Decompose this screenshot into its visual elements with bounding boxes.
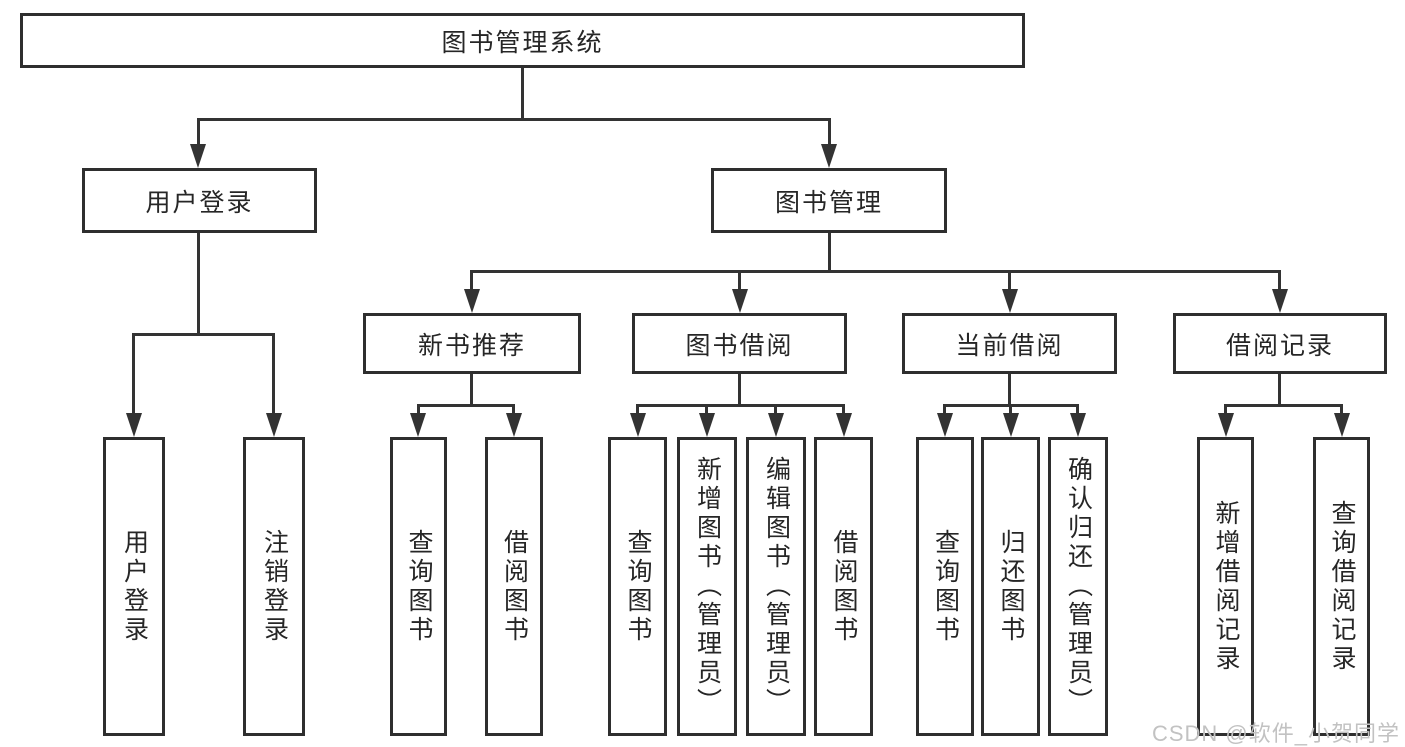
arrow-down-icon bbox=[266, 413, 282, 437]
node-book-management: 图书管理 bbox=[711, 168, 947, 233]
csdn-watermark: CSDN @软件_小贺同学 bbox=[1151, 721, 1400, 746]
node-library-management-system: 图书管理系统 bbox=[20, 13, 1025, 68]
leaf-label: 查询图书 bbox=[931, 528, 960, 645]
connector-line bbox=[1008, 374, 1011, 406]
leaf-query-books-recommend: 查询图书 bbox=[390, 437, 447, 736]
arrow-down-icon bbox=[1003, 413, 1019, 437]
connector-line bbox=[272, 333, 275, 415]
leaf-borrow-books-recommend: 借阅图书 bbox=[485, 437, 543, 736]
node-current-borrow: 当前借阅 bbox=[902, 313, 1117, 374]
arrow-down-icon bbox=[1334, 413, 1350, 437]
leaf-add-books-admin: 新增图书（管理员） bbox=[677, 437, 737, 736]
connector-line bbox=[636, 404, 639, 416]
connector-line bbox=[512, 404, 515, 416]
arrow-down-icon bbox=[699, 413, 715, 437]
leaf-add-borrow-record: 新增借阅记录 bbox=[1197, 437, 1254, 736]
leaf-label: 借阅图书 bbox=[830, 528, 858, 645]
arrow-down-icon bbox=[937, 413, 953, 437]
arrow-down-icon bbox=[126, 413, 142, 437]
connector-line bbox=[636, 404, 844, 407]
leaf-edit-books-admin: 编辑图书（管理员） bbox=[746, 437, 806, 736]
arrow-down-icon bbox=[836, 413, 852, 437]
leaf-label: 确认归还（管理员） bbox=[1064, 456, 1093, 717]
connector-line bbox=[828, 118, 831, 146]
connector-line bbox=[842, 404, 845, 416]
leaf-query-books-borrow: 查询图书 bbox=[608, 437, 667, 736]
arrow-down-icon bbox=[506, 413, 522, 437]
connector-line bbox=[197, 118, 831, 121]
arrow-down-icon bbox=[1070, 413, 1086, 437]
connector-line bbox=[1278, 374, 1281, 406]
leaf-user-login: 用户登录 bbox=[103, 437, 165, 736]
connector-line bbox=[521, 68, 524, 118]
leaf-query-borrow-record: 查询借阅记录 bbox=[1313, 437, 1370, 736]
leaf-label: 新增借阅记录 bbox=[1212, 499, 1240, 674]
arrow-down-icon bbox=[630, 413, 646, 437]
connector-line bbox=[1008, 270, 1011, 291]
connector-line bbox=[417, 404, 420, 416]
connector-line bbox=[828, 233, 831, 272]
leaf-label: 注销登录 bbox=[260, 528, 289, 645]
connector-line bbox=[470, 270, 473, 291]
leaf-label: 归还图书 bbox=[997, 528, 1025, 645]
node-book-borrow: 图书借阅 bbox=[632, 313, 847, 374]
node-borrow-records: 借阅记录 bbox=[1173, 313, 1387, 374]
connector-line bbox=[1278, 270, 1281, 291]
leaf-label: 用户登录 bbox=[120, 528, 149, 645]
leaf-confirm-return-admin: 确认归还（管理员） bbox=[1048, 437, 1108, 736]
leaf-logout: 注销登录 bbox=[243, 437, 305, 736]
connector-line bbox=[1009, 404, 1012, 416]
leaf-label: 查询图书 bbox=[405, 528, 433, 645]
arrow-down-icon bbox=[1218, 413, 1234, 437]
arrow-down-icon bbox=[821, 144, 837, 168]
arrow-down-icon bbox=[410, 413, 426, 437]
connector-line bbox=[132, 333, 275, 336]
arrow-down-icon bbox=[190, 144, 206, 168]
arrow-down-icon bbox=[732, 289, 748, 313]
connector-line bbox=[197, 118, 200, 146]
connector-line bbox=[417, 404, 515, 407]
connector-line bbox=[470, 270, 1280, 273]
leaf-query-books-current: 查询图书 bbox=[916, 437, 974, 736]
leaf-return-books: 归还图书 bbox=[981, 437, 1040, 736]
leaf-label: 查询借阅记录 bbox=[1328, 499, 1356, 674]
leaf-label: 查询图书 bbox=[624, 528, 652, 645]
connector-line bbox=[1224, 404, 1227, 416]
arrow-down-icon bbox=[1272, 289, 1288, 313]
arrow-down-icon bbox=[768, 413, 784, 437]
leaf-borrow-books: 借阅图书 bbox=[814, 437, 873, 736]
connector-line bbox=[774, 404, 777, 416]
connector-line bbox=[943, 404, 946, 416]
leaf-label: 编辑图书（管理员） bbox=[762, 456, 791, 717]
connector-line bbox=[738, 270, 741, 291]
connector-line bbox=[1224, 404, 1343, 407]
connector-line bbox=[738, 374, 741, 406]
leaf-label: 新增图书（管理员） bbox=[693, 456, 722, 717]
connector-line bbox=[132, 333, 135, 415]
leaf-label: 借阅图书 bbox=[500, 528, 529, 645]
arrow-down-icon bbox=[464, 289, 480, 313]
connector-line bbox=[470, 374, 473, 406]
node-new-book-recommend: 新书推荐 bbox=[363, 313, 581, 374]
node-user-login: 用户登录 bbox=[82, 168, 317, 233]
connector-line bbox=[1076, 404, 1079, 416]
connector-line bbox=[197, 233, 200, 336]
arrow-down-icon bbox=[1002, 289, 1018, 313]
connector-line bbox=[705, 404, 708, 416]
connector-line bbox=[1340, 404, 1343, 416]
